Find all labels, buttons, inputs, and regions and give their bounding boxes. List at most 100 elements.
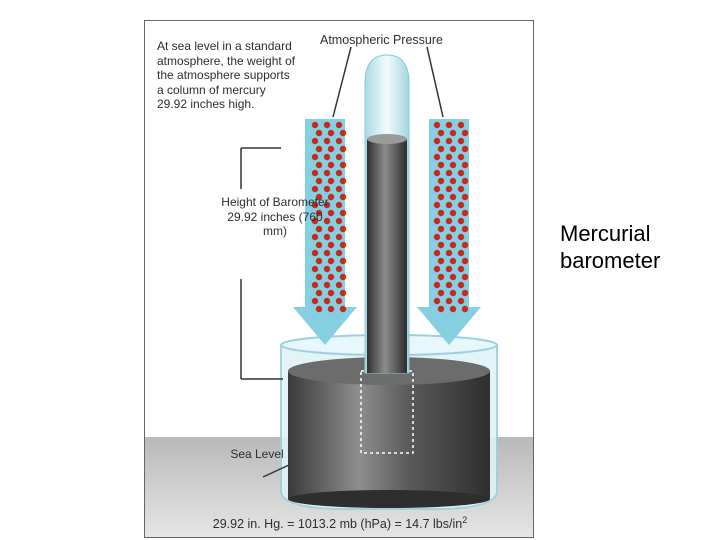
slide-title: Mercurial barometer bbox=[560, 221, 661, 273]
air-particle bbox=[335, 169, 343, 177]
air-particle bbox=[315, 177, 323, 185]
air-particle bbox=[449, 209, 457, 217]
air-particle bbox=[437, 257, 445, 265]
air-particle bbox=[323, 217, 331, 225]
air-particle bbox=[335, 137, 343, 145]
air-particle bbox=[339, 225, 347, 233]
sea-level-label: Sea Level bbox=[230, 447, 284, 461]
air-particle bbox=[323, 153, 331, 161]
air-particle bbox=[461, 241, 469, 249]
air-particle bbox=[335, 185, 343, 193]
air-particle bbox=[327, 241, 335, 249]
air-particle bbox=[457, 281, 465, 289]
air-particle bbox=[449, 225, 457, 233]
air-particle bbox=[457, 297, 465, 305]
atmospheric-pressure-label: Atmospheric Pressure bbox=[320, 33, 443, 47]
mercury-column-top bbox=[367, 134, 407, 144]
air-particle bbox=[335, 201, 343, 209]
air-particle bbox=[335, 153, 343, 161]
air-particle bbox=[315, 193, 323, 201]
air-particle bbox=[327, 145, 335, 153]
air-particle bbox=[433, 121, 441, 129]
air-particle bbox=[461, 225, 469, 233]
air-particle bbox=[323, 233, 331, 241]
air-particle bbox=[433, 281, 441, 289]
air-particle bbox=[433, 265, 441, 273]
air-particle bbox=[457, 249, 465, 257]
air-particle bbox=[327, 161, 335, 169]
air-particle bbox=[461, 273, 469, 281]
air-particle bbox=[437, 273, 445, 281]
air-particle bbox=[327, 257, 335, 265]
air-particle bbox=[311, 185, 319, 193]
air-particle bbox=[311, 153, 319, 161]
air-particle bbox=[315, 161, 323, 169]
air-particle bbox=[339, 129, 347, 137]
air-particle bbox=[315, 241, 323, 249]
air-particle bbox=[437, 193, 445, 201]
air-particle bbox=[311, 297, 319, 305]
air-particle bbox=[311, 169, 319, 177]
air-particle bbox=[327, 289, 335, 297]
air-particle bbox=[339, 161, 347, 169]
air-particle bbox=[323, 185, 331, 193]
air-particle bbox=[315, 145, 323, 153]
air-particle bbox=[339, 289, 347, 297]
air-particle bbox=[461, 129, 469, 137]
air-particle bbox=[315, 225, 323, 233]
air-particle bbox=[311, 201, 319, 209]
pressure-arrow-left bbox=[293, 119, 357, 345]
air-particle bbox=[445, 217, 453, 225]
air-particle bbox=[457, 185, 465, 193]
air-particle bbox=[323, 137, 331, 145]
mercury-column bbox=[367, 139, 407, 373]
air-particle bbox=[335, 233, 343, 241]
air-particle bbox=[339, 305, 347, 313]
air-particle bbox=[433, 233, 441, 241]
height-bracket bbox=[240, 147, 283, 380]
air-particle bbox=[445, 121, 453, 129]
air-particle bbox=[457, 169, 465, 177]
air-particle bbox=[457, 153, 465, 161]
air-particle bbox=[315, 129, 323, 137]
air-particle bbox=[445, 201, 453, 209]
diagram-graphics bbox=[145, 46, 533, 537]
air-particle bbox=[433, 185, 441, 193]
air-particles bbox=[311, 121, 469, 313]
air-particle bbox=[457, 265, 465, 273]
pointer-line-left bbox=[332, 46, 352, 118]
air-particle bbox=[339, 241, 347, 249]
air-particle bbox=[437, 225, 445, 233]
air-particle bbox=[311, 121, 319, 129]
air-particle bbox=[445, 281, 453, 289]
air-particle bbox=[433, 249, 441, 257]
air-particle bbox=[323, 281, 331, 289]
air-particle bbox=[339, 273, 347, 281]
air-particle bbox=[449, 129, 457, 137]
air-particle bbox=[323, 249, 331, 257]
air-particle bbox=[457, 137, 465, 145]
air-particle bbox=[437, 145, 445, 153]
air-particle bbox=[449, 241, 457, 249]
air-particle bbox=[339, 177, 347, 185]
air-particle bbox=[457, 217, 465, 225]
air-particle bbox=[445, 265, 453, 273]
mercury-reservoir bbox=[288, 371, 490, 499]
pointer-line-right bbox=[426, 46, 444, 118]
air-particle bbox=[323, 265, 331, 273]
air-particle bbox=[449, 177, 457, 185]
air-particle bbox=[461, 209, 469, 217]
air-particle bbox=[461, 145, 469, 153]
air-particle bbox=[445, 137, 453, 145]
air-particle bbox=[461, 177, 469, 185]
air-particle bbox=[437, 209, 445, 217]
air-particle bbox=[449, 145, 457, 153]
air-particle bbox=[449, 289, 457, 297]
air-particle bbox=[339, 145, 347, 153]
air-particle bbox=[327, 273, 335, 281]
air-particle bbox=[323, 169, 331, 177]
air-particle bbox=[315, 273, 323, 281]
air-particle bbox=[335, 217, 343, 225]
air-particle bbox=[457, 201, 465, 209]
air-particle bbox=[457, 121, 465, 129]
